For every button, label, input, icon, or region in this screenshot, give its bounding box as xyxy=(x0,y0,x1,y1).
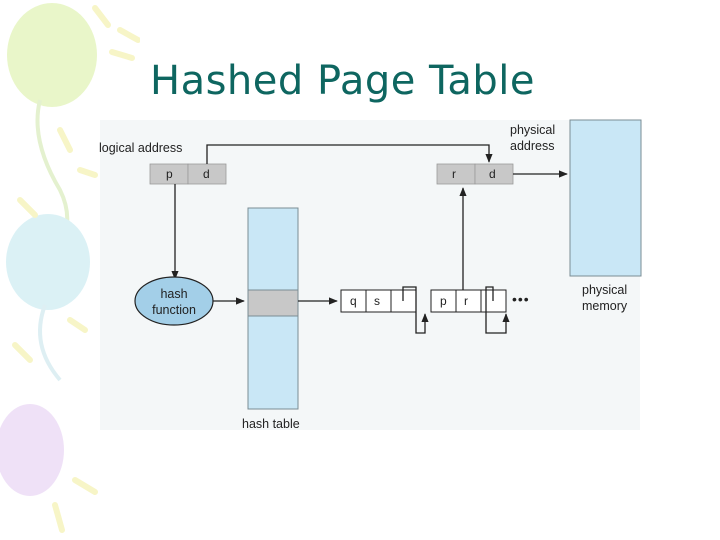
physical-r-text: r xyxy=(452,167,456,181)
logical-address-label: logical address xyxy=(99,141,182,155)
physical-address-label-line1: physical xyxy=(510,123,555,137)
hash-function-label-line1: hash xyxy=(160,287,187,301)
chain-ellipsis: ••• xyxy=(512,291,530,307)
hash-table-selected-entry xyxy=(248,290,298,316)
chain-2-key: p xyxy=(440,294,447,308)
physical-memory-label-line2: memory xyxy=(582,299,628,313)
hash-function-label-line2: function xyxy=(152,303,196,317)
hash-function-node xyxy=(135,277,213,325)
physical-memory-label-line1: physical xyxy=(582,283,627,297)
hash-table-label: hash table xyxy=(242,417,300,431)
physical-address-r-cell xyxy=(437,164,475,184)
physical-d-text: d xyxy=(489,167,496,181)
chain-1-value: s xyxy=(374,294,380,308)
physical-address-label-line2: address xyxy=(510,139,554,153)
chain-2-value: r xyxy=(464,294,468,308)
logical-d-text: d xyxy=(203,167,210,181)
chain-1-key: q xyxy=(350,294,357,308)
physical-memory-box xyxy=(570,120,641,276)
logical-p-text: p xyxy=(166,167,173,181)
